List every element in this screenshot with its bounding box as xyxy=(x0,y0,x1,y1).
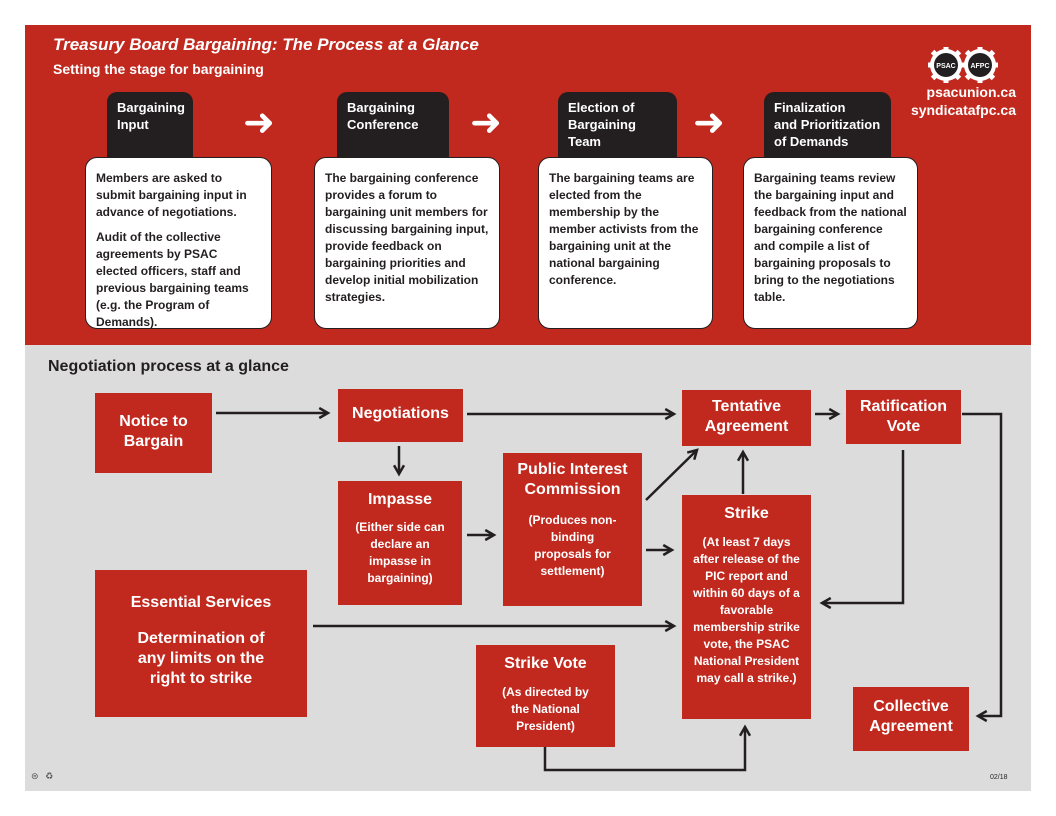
step-box-bargaining-input: Members are asked to submit bargaining i… xyxy=(85,157,272,329)
step-text: The bargaining teams are elected from th… xyxy=(549,171,699,287)
recycle-icon: ♻ xyxy=(45,771,54,781)
psac-afpc-logo: PSAC AFPC xyxy=(928,47,998,83)
box-text: (As directed by the National President) xyxy=(502,685,589,733)
box-strike-vote: Strike Vote (As directed by the National… xyxy=(476,645,615,747)
box-collective-agreement: Collective Agreement xyxy=(853,687,969,751)
footer-icons: ⊜ ♻ xyxy=(31,771,53,782)
box-text: (At least 7 days after release of the PI… xyxy=(693,535,800,685)
step-box-election-of-bargaining-team: The bargaining teams are elected from th… xyxy=(538,157,713,329)
step-arrow-icon: ➜ xyxy=(693,102,725,144)
box-title: Strike xyxy=(724,505,769,522)
box-title: Negotiations xyxy=(352,405,449,422)
step-title-line: Bargaining xyxy=(347,100,415,115)
box-essential-services: Essential Services Determination of any … xyxy=(95,570,307,717)
box-notice-to-bargain: Notice to Bargain xyxy=(95,393,212,473)
box-title: Notice to Bargain xyxy=(119,413,188,450)
step-title-line: Bargaining xyxy=(117,100,185,115)
page-subtitle: Setting the stage for bargaining xyxy=(53,61,264,77)
step-box-bargaining-conference: The bargaining conference provides a for… xyxy=(314,157,500,329)
step-title-line: of Demands xyxy=(774,134,849,149)
step-tab-bargaining-input: Bargaining Input xyxy=(107,92,193,162)
document-code: 02/18 xyxy=(990,774,1008,781)
box-strike: Strike (At least 7 days after release of… xyxy=(682,495,811,719)
step-title-line: Bargaining Team xyxy=(568,117,636,149)
box-title: Collective Agreement xyxy=(869,698,953,735)
box-title: Tentative Agreement xyxy=(704,398,789,435)
step-box-finalization-of-demands: Bargaining teams review the bargaining i… xyxy=(743,157,918,329)
step-text: Bargaining teams review the bargaining i… xyxy=(754,171,907,304)
step-title-line: and Prioritization xyxy=(774,117,881,132)
step-tab-bargaining-conference: Bargaining Conference xyxy=(337,92,449,162)
page-title: Treasury Board Bargaining: The Process a… xyxy=(53,35,479,54)
site-link-fr[interactable]: syndicatafpc.ca xyxy=(910,102,1016,118)
section-title: Negotiation process at a glance xyxy=(48,358,289,375)
box-title: Public Interest Commission xyxy=(517,461,628,498)
step-text: Members are asked to submit bargaining i… xyxy=(96,171,247,219)
logo-left-text: PSAC xyxy=(936,63,955,70)
psac-gear-icon: PSAC xyxy=(928,47,965,83)
step-text: Audit of the collective agreements by PS… xyxy=(96,230,249,329)
afpc-gear-icon: AFPC xyxy=(961,47,998,83)
step-title-line: Election of xyxy=(568,100,635,115)
step-arrow-icon: ➜ xyxy=(470,102,502,144)
step-arrow-icon: ➜ xyxy=(243,102,275,144)
step-title-line: Finalization xyxy=(774,100,846,115)
box-public-interest-commission: Public Interest Commission (Produces non… xyxy=(503,453,642,606)
box-ratification-vote: Ratification Vote xyxy=(846,390,961,444)
box-text: Determination of any limits on the right… xyxy=(137,630,265,687)
box-text: (Produces non-binding proposals for sett… xyxy=(528,513,617,578)
box-title: Ratification Vote xyxy=(859,398,948,435)
box-title: Strike Vote xyxy=(504,655,587,672)
step-tab-election-of-bargaining-team: Election of Bargaining Team xyxy=(558,92,677,162)
site-link-en[interactable]: psacunion.ca xyxy=(926,84,1016,100)
logo-right-text: AFPC xyxy=(970,63,989,70)
box-title: Impasse xyxy=(367,491,433,508)
box-tentative-agreement: Tentative Agreement xyxy=(682,390,811,446)
box-title: Essential Services xyxy=(130,594,272,611)
box-text: (Either side can declare an impasse in b… xyxy=(355,520,445,585)
union-label-icon: ⊜ xyxy=(31,771,39,781)
step-title-line: Input xyxy=(117,117,149,132)
box-negotiations: Negotiations xyxy=(338,389,463,442)
step-text: The bargaining conference provides a for… xyxy=(325,171,489,304)
box-impasse: Impasse (Either side can declare an impa… xyxy=(338,481,462,605)
step-tab-finalization-of-demands: Finalization and Prioritization of Deman… xyxy=(764,92,891,162)
step-title-line: Conference xyxy=(347,117,419,132)
